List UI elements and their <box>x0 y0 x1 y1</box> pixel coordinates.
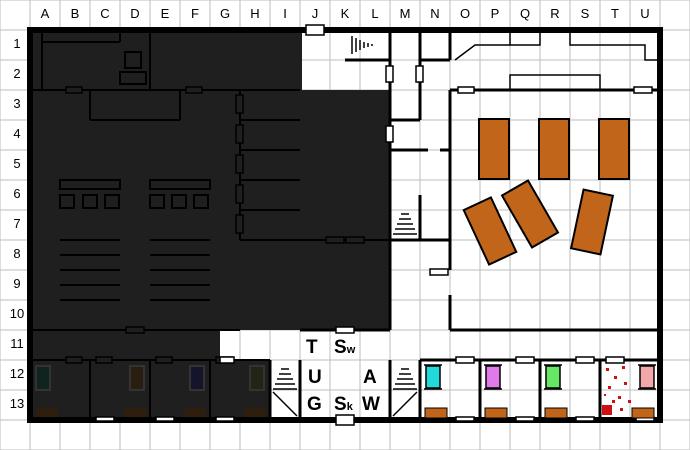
room-label-sw-main: S <box>334 337 347 358</box>
dark-furniture <box>59 51 211 301</box>
column-label: U <box>640 6 649 21</box>
column-label: S <box>581 6 590 21</box>
column-labels: A B C D E F G H I J K L M N O P Q R S T U <box>41 6 650 21</box>
room-label-sk-main: S <box>334 394 347 415</box>
row-label: 13 <box>10 396 24 411</box>
column-label: J <box>312 6 319 21</box>
row-label: 2 <box>13 66 20 81</box>
staircase-icon <box>393 213 417 235</box>
column-label: O <box>460 6 470 21</box>
row-label: 4 <box>13 126 20 141</box>
room-label-sk-sub: k <box>347 401 354 413</box>
column-label: L <box>371 6 378 21</box>
column-label: P <box>491 6 500 21</box>
row-label: 11 <box>10 336 24 351</box>
row-label: 5 <box>13 156 20 171</box>
column-label: Q <box>520 6 530 21</box>
row-label: 8 <box>13 246 20 261</box>
staircase-icon <box>272 368 298 417</box>
row-label: 7 <box>13 216 20 231</box>
doors <box>95 24 655 426</box>
column-label: T <box>611 6 619 21</box>
column-label: G <box>220 6 230 21</box>
row-label: 3 <box>13 96 20 111</box>
room-label-sk: Sk <box>334 394 354 415</box>
room-label-u: U <box>308 367 322 388</box>
column-label: K <box>341 6 350 21</box>
blood-splatter-icon <box>602 366 631 415</box>
column-label: F <box>191 6 199 21</box>
row-label: 10 <box>10 306 24 321</box>
column-label: H <box>250 6 259 21</box>
room-label-g: G <box>307 394 322 415</box>
row-label: 1 <box>13 36 20 51</box>
column-label: A <box>41 6 50 21</box>
specimen-tube-icon <box>424 364 656 390</box>
locker-icon <box>424 407 655 419</box>
top-right-fixtures <box>454 30 660 91</box>
column-label: N <box>430 6 439 21</box>
dark-doors <box>65 86 365 364</box>
room-label-t: T <box>306 337 318 358</box>
column-label: C <box>100 6 109 21</box>
row-label: 12 <box>10 366 24 381</box>
column-label: B <box>71 6 80 21</box>
column-label: I <box>283 6 287 21</box>
vent-icon <box>351 36 373 54</box>
column-label: R <box>550 6 559 21</box>
dark-lockers <box>35 365 266 418</box>
column-label: M <box>400 6 411 21</box>
column-label: E <box>161 6 170 21</box>
room-label-sw-sub: w <box>346 344 356 356</box>
room-label-sw: Sw <box>334 337 356 358</box>
column-label: D <box>130 6 139 21</box>
row-label: 6 <box>13 186 20 201</box>
desk-icon <box>462 118 630 266</box>
room-label-a: A <box>363 367 377 388</box>
room-label-w: W <box>362 394 380 415</box>
staircase-icon <box>392 368 418 417</box>
row-label: 9 <box>13 276 20 291</box>
